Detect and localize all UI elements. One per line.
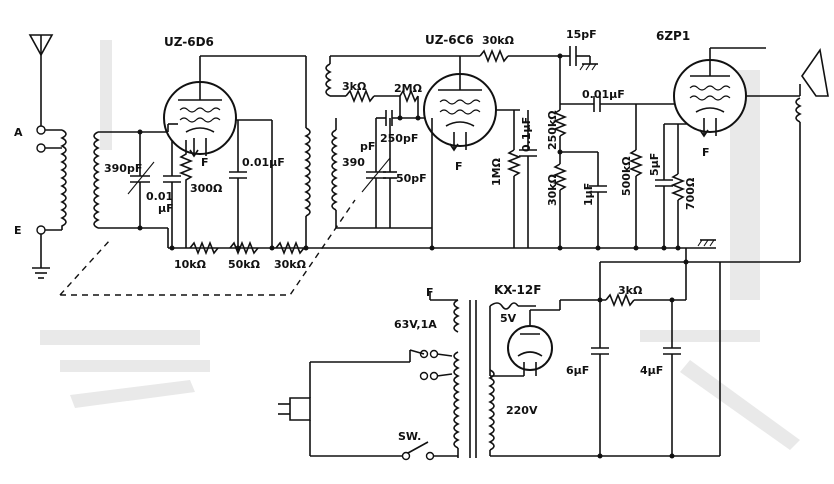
power-switch-blade	[407, 441, 429, 454]
filter-cap-4uf-label: 4μF	[640, 364, 663, 377]
winding-5v-label: 5V	[500, 312, 517, 325]
coupling-cap: 0.01μF	[560, 88, 682, 112]
chain-10k-label: 10kΩ	[174, 258, 207, 271]
b-plus-bus	[167, 228, 716, 251]
coupling-cap-label: 0.01μF	[582, 88, 625, 101]
tube-uz-6c6-label: UZ-6C6	[425, 33, 474, 47]
screen-cap-label: 0.01μF	[242, 156, 285, 169]
switch-label: SW.	[398, 430, 421, 443]
cathode-cap-unit: μF	[158, 202, 174, 215]
tuning-capacitor-2: pF 390 50pF	[342, 118, 427, 228]
voltage-divider-250k-30k: 250kΩ 30kΩ	[546, 56, 598, 248]
tuning-cap-1-label: 390pF	[104, 162, 142, 175]
cathode-cap-5uf-label: 5μF	[648, 153, 661, 176]
uz6c6-filament-label: F	[455, 160, 463, 173]
trimmer-cap-label: 50pF	[396, 172, 427, 185]
tuning-cap-2-value: 390	[342, 156, 365, 169]
tube-kx-12f	[507, 325, 553, 371]
mains-plug-icon	[289, 397, 311, 421]
divider-30k-label: 30kΩ	[546, 173, 559, 206]
output-grid-cathode-network: 500kΩ 5μF 700Ω	[620, 104, 697, 248]
detector-cap-01-label: 0.1μF	[520, 117, 533, 152]
screen-bypass-cap: 0.01μF	[229, 120, 285, 248]
winding-63v-label: 63V,1A	[394, 318, 437, 331]
regen-resistor-label: 3kΩ	[342, 80, 367, 93]
6zp1-filament-label: F	[702, 146, 710, 159]
bias-resistor-chain: 10kΩ 50kΩ 30kΩ	[174, 240, 307, 271]
tube-uz-6d6: F UZ-6D6	[163, 35, 237, 169]
winding-220v-label: 220V	[506, 404, 538, 417]
tube-6zp1-label: 6ZP1	[656, 29, 690, 43]
detector-1m-label: 1MΩ	[490, 157, 503, 186]
speaker-output	[795, 47, 829, 262]
bypass-cap-1uf: 1μF	[582, 152, 607, 248]
plate-load-network: 30kΩ 15pF	[479, 28, 598, 71]
grid-cap-label: 250pF	[380, 132, 418, 145]
output-grid-500k-label: 500kΩ	[620, 156, 633, 196]
cathode-resistor-label: 300Ω	[190, 182, 223, 195]
antenna-coil-primary	[60, 129, 67, 230]
regeneration-coil: 3kΩ	[325, 55, 460, 104]
detector-bias-network: 1MΩ 0.1μF	[490, 110, 537, 248]
tube-kx-12f-label: KX-12F	[494, 283, 541, 297]
antenna-input-section: A E	[14, 34, 168, 279]
grid-leak-resistor-label: 2MΩ	[394, 82, 423, 95]
feedback-cap-label: 15pF	[566, 28, 597, 41]
chain-30k-label: 30kΩ	[274, 258, 307, 271]
cap-1uf-label: 1μF	[582, 183, 595, 206]
tuning-capacitor-1: 390pF	[104, 129, 155, 231]
interstage-coil	[304, 118, 432, 248]
cathode-cap-value: 0.01	[146, 190, 173, 203]
antenna-coil-secondary	[93, 131, 100, 229]
antenna-terminal	[36, 125, 46, 135]
filter-cap-6uf-label: 6μF	[566, 364, 589, 377]
ground-tap-label: E	[14, 224, 22, 237]
tube-uz-6c6: F UZ-6C6	[423, 33, 497, 173]
uz6d6-cathode-network: 0.01 μF 300Ω	[146, 140, 223, 248]
cathode-700-label: 700Ω	[684, 177, 697, 210]
ground-terminal	[36, 225, 46, 235]
chain-50k-label: 50kΩ	[228, 258, 261, 271]
filter-resistor-label: 3kΩ	[618, 284, 643, 297]
gang-tuning-link	[59, 199, 356, 296]
uz6d6-filament-label: F	[201, 156, 209, 169]
background-watermark	[40, 40, 800, 450]
power-switch-contact	[401, 451, 411, 461]
antenna-tap-label: A	[14, 126, 23, 139]
divider-250k-label: 250kΩ	[546, 110, 559, 150]
tube-uz-6d6-label: UZ-6D6	[164, 35, 214, 49]
tuning-cap-2-unit: pF	[360, 140, 375, 153]
plate-resistor-label: 30kΩ	[482, 34, 515, 47]
heater-f-label: F	[426, 286, 434, 299]
power-supply-section: 3kΩ 6μF 4μF KX-12F 5V	[278, 248, 800, 461]
